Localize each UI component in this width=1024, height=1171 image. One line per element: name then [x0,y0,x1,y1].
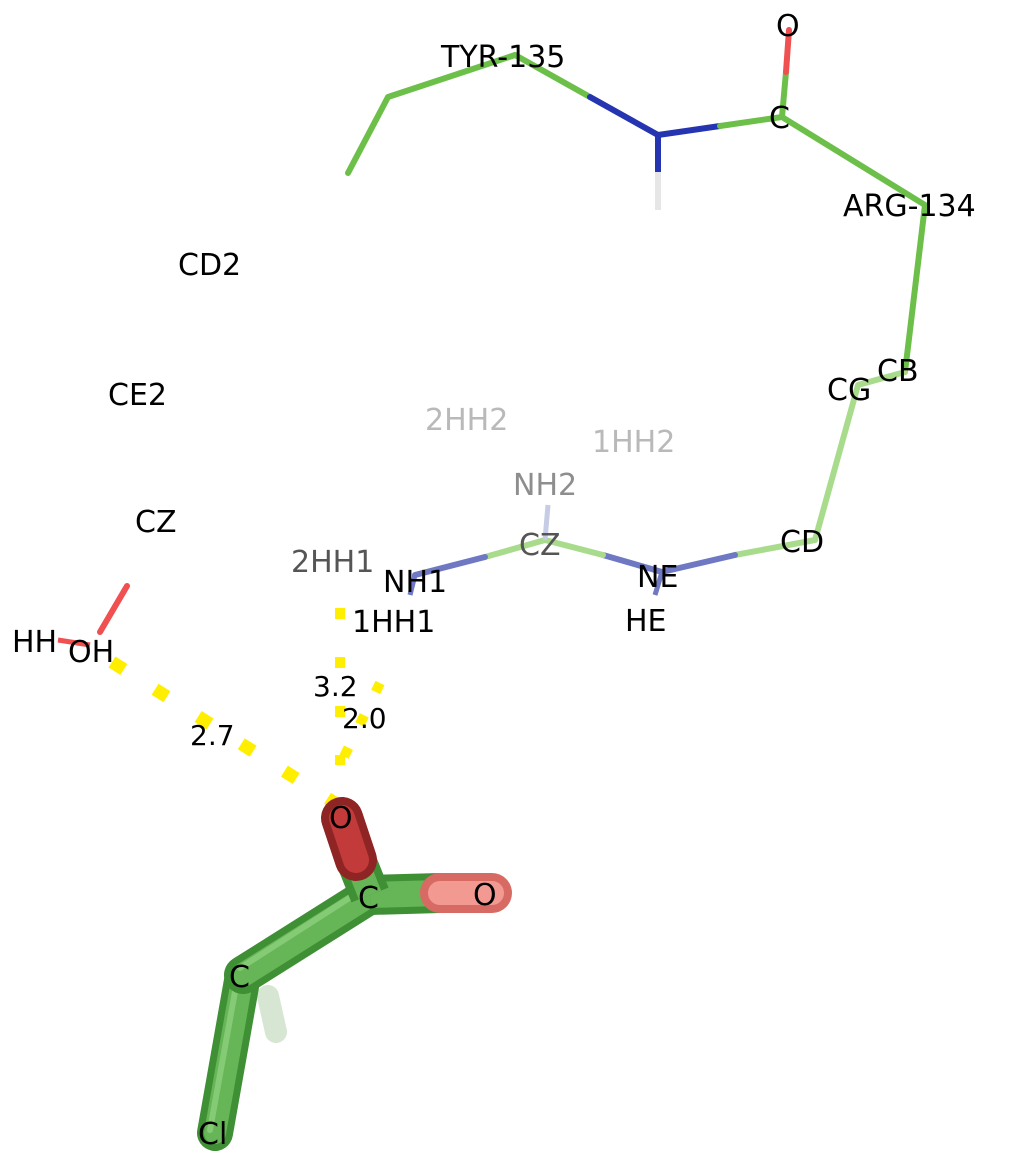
tyr135-backbone [345,27,792,210]
atom-label-1hh1: 1HH1 [352,605,435,640]
atom-label-oh: OH [68,635,114,670]
arg134-sidechain [407,114,928,596]
atom-label-cd2: CD2 [178,248,241,283]
atom-label-2hh1: 2HH1 [291,545,374,580]
atom-label-1hh2: 1HH2 [592,425,675,460]
atom-label-cb: CB [877,354,919,389]
residue-label-arg134: ARG-134 [843,189,976,224]
atom-label-he: HE [625,604,667,639]
ligand-label-o-top: O [329,801,353,836]
atom-label-nh2: NH2 [513,468,577,503]
ligand-label-c-carboxyl: C [358,881,379,916]
atom-label-cz-tyr: CZ [135,505,177,540]
ligand-sticks [197,797,512,1151]
atom-label-ne: NE [637,560,678,595]
atom-label-hh: HH [12,625,57,660]
ligand-label-o-right: O [473,878,497,913]
atom-label-2hh2: 2HH2 [425,403,508,438]
hbonds [108,608,385,811]
atom-label-cg: CG [827,373,871,408]
residue-label-tyr135: TYR-135 [440,40,565,75]
distance-label-nh1-o: 3.2 [313,670,358,703]
ligand-label-c-alpha: C [229,960,250,995]
distance-label-oh-o: 2.7 [190,719,235,752]
distance-label-h-o: 2.0 [342,702,387,735]
atom-label-nh1: NH1 [383,565,447,600]
hbond-h-o [335,680,385,768]
tyr-oh-bond [57,583,130,648]
atom-label-cd: CD [780,525,824,560]
atom-label-ce2: CE2 [108,378,167,413]
atom-label-cz-arg: CZ [519,528,561,563]
atom-label-c-backbone: C [769,101,790,136]
atom-label-o-backbone: O [776,9,800,44]
ligand-label-cl: Cl [198,1117,227,1152]
